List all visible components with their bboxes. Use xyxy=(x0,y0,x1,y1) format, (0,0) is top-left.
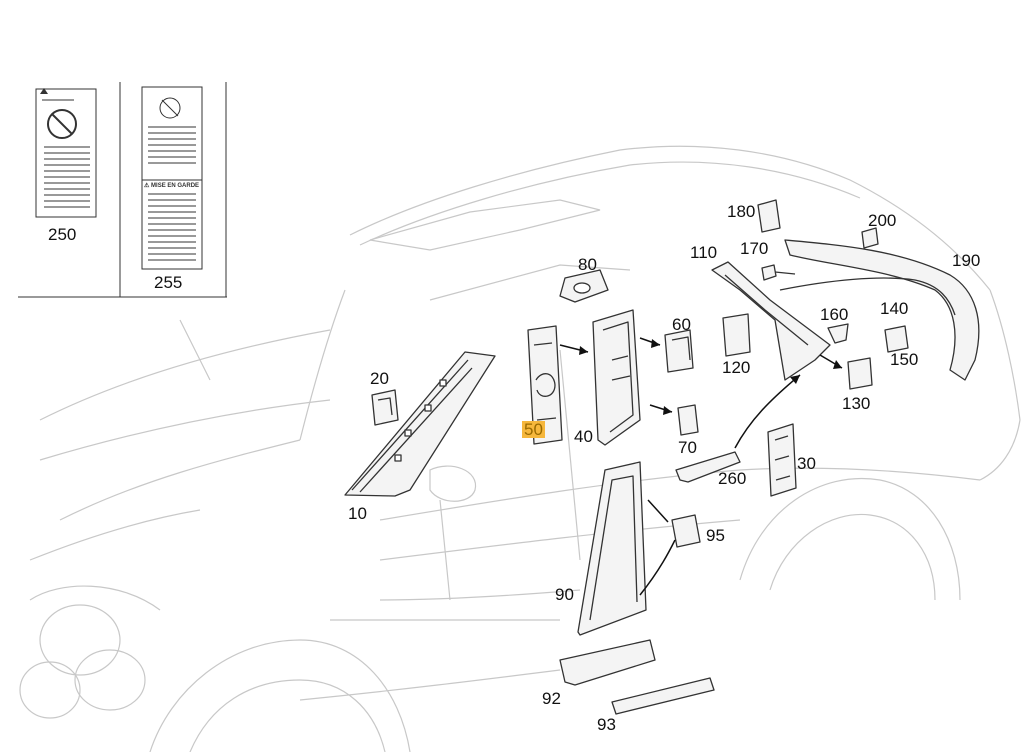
part-120-bracket xyxy=(722,313,751,357)
label-110[interactable]: 110 xyxy=(690,243,718,262)
label-80[interactable]: 80 xyxy=(578,255,597,274)
inset-frame xyxy=(18,82,227,298)
label-92[interactable]: 92 xyxy=(542,689,561,708)
label-93[interactable]: 93 xyxy=(597,715,616,734)
label-90[interactable]: 90 xyxy=(555,585,574,604)
label-250[interactable]: 250 xyxy=(48,225,77,244)
part-150-clip xyxy=(884,325,909,353)
label-255-heading: ⚠ MISE EN GARDE xyxy=(144,183,200,189)
part-50-panel xyxy=(527,325,563,445)
label-180[interactable]: 180 xyxy=(727,202,756,221)
part-110-c-pillar-trim xyxy=(711,261,831,381)
part-30-bracket xyxy=(767,423,797,497)
part-60-bracket xyxy=(664,329,694,373)
label-10[interactable]: 10 xyxy=(348,504,367,523)
warning-label-255 xyxy=(141,86,203,270)
part-160-screw xyxy=(827,323,849,344)
part-180-clip xyxy=(757,199,781,233)
label-30[interactable]: 30 xyxy=(797,454,816,473)
part-70-clip xyxy=(677,404,699,436)
part-200-bolt xyxy=(861,227,879,249)
part-20-clip xyxy=(371,389,399,426)
label-170[interactable]: 170 xyxy=(740,239,769,258)
label-60[interactable]: 60 xyxy=(672,315,691,334)
label-40[interactable]: 40 xyxy=(574,427,593,446)
part-92-bracket xyxy=(559,639,656,686)
label-95[interactable]: 95 xyxy=(706,526,725,545)
part-95-clip xyxy=(671,514,701,548)
label-120[interactable]: 120 xyxy=(722,358,751,377)
label-255[interactable]: 255 xyxy=(154,273,183,292)
label-50[interactable]: 50 xyxy=(522,420,545,439)
part-10-a-pillar-trim xyxy=(344,351,496,497)
label-130[interactable]: 130 xyxy=(842,394,871,413)
part-40-b-pillar-upper xyxy=(592,309,641,446)
warning-triangle-icon xyxy=(40,88,48,94)
label-150[interactable]: 150 xyxy=(890,350,919,369)
label-20[interactable]: 20 xyxy=(370,369,389,388)
label-260[interactable]: 260 xyxy=(718,469,747,488)
label-190[interactable]: 190 xyxy=(952,251,981,270)
warning-labels-inset: ⚠ MISE EN GARDE xyxy=(18,82,227,298)
part-190-rear-trim xyxy=(784,239,980,381)
part-170-screw xyxy=(761,264,777,281)
label-70[interactable]: 70 xyxy=(678,438,697,457)
label-160[interactable]: 160 xyxy=(820,305,849,324)
part-260-bracket xyxy=(675,451,741,483)
part-130-clip xyxy=(847,357,873,390)
label-200[interactable]: 200 xyxy=(868,211,897,230)
part-93-rail xyxy=(611,677,715,715)
warning-label-250 xyxy=(35,88,97,218)
label-140[interactable]: 140 xyxy=(880,299,909,318)
